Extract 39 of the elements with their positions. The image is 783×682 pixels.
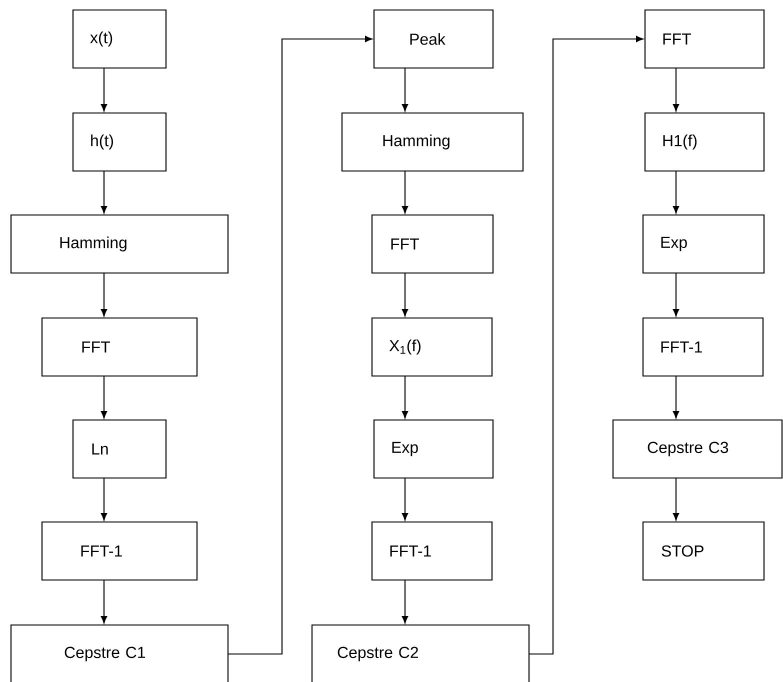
process-box: h(t) (72, 112, 167, 172)
arrow (672, 68, 680, 112)
process-box: Hamming (10, 214, 229, 274)
process-box: Ln (72, 419, 167, 479)
process-box: Cepstre C2 (311, 624, 530, 682)
process-box: FFT (41, 317, 198, 377)
arrow (228, 36, 372, 655)
arrow (100, 68, 108, 112)
process-box: Exp (642, 214, 765, 274)
process-box: FFT-1 (41, 521, 198, 581)
arrow (672, 171, 680, 214)
arrow (402, 171, 408, 214)
arrow (402, 580, 408, 624)
arrow (100, 376, 108, 418)
arrow (402, 478, 408, 520)
process-box: FFT (644, 9, 765, 69)
process-box: Hamming (341, 112, 524, 172)
process-box: Peak (373, 9, 494, 69)
arrow (672, 376, 680, 418)
process-box: FFT (371, 214, 494, 274)
arrow (402, 376, 408, 418)
arrow (100, 478, 108, 520)
arrow (100, 273, 108, 316)
process-box: FFT-1 (642, 317, 764, 377)
process-box: Cepstre C1 (10, 624, 229, 682)
arrow (672, 273, 680, 316)
process-box: Exp (373, 419, 494, 479)
arrow (100, 171, 108, 214)
arrow (402, 273, 408, 316)
process-box: H1(f) (644, 112, 765, 172)
arrow (100, 580, 108, 624)
process-box: Cepstre C3 (612, 419, 783, 479)
arrow (529, 36, 644, 655)
process-box: STOP (642, 521, 765, 581)
process-box: FFT-1 (371, 521, 493, 581)
process-box: x(t) (72, 9, 167, 69)
arrow (672, 478, 680, 520)
arrow (402, 68, 408, 112)
process-box: X$_{1}$(f) (371, 317, 493, 377)
